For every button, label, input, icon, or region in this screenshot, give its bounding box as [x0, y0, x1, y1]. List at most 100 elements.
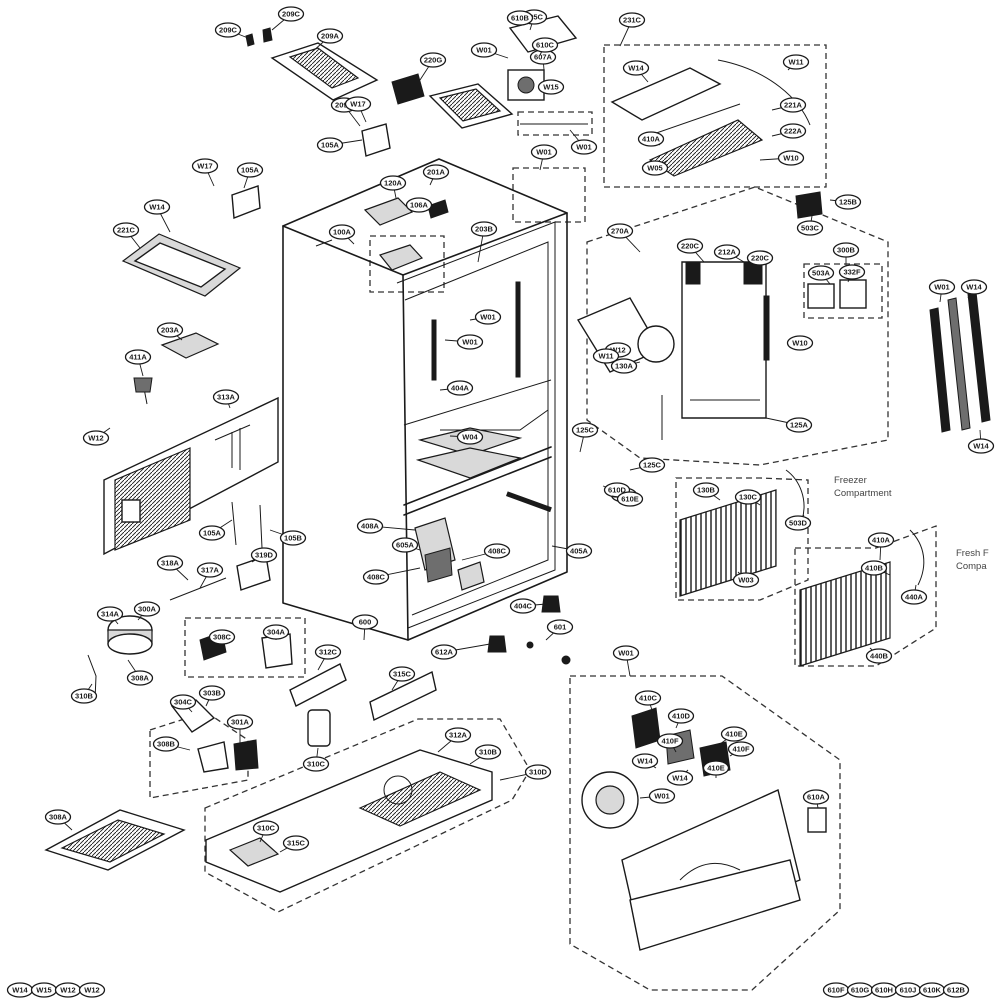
callout-balloon: [78, 982, 106, 998]
callout-c-7: 105A: [316, 137, 363, 153]
callout-balloon: [316, 137, 344, 153]
callout-label: 612B: [947, 986, 966, 995]
callout-label: 310D: [529, 768, 548, 777]
callout-label: 105A: [241, 166, 260, 175]
callout-c-111: 610B: [506, 10, 534, 26]
callout-label: W12: [84, 986, 99, 995]
callout-c-37: 312A: [437, 727, 472, 753]
callout-c-104: 410E: [719, 726, 748, 745]
callout-label: 212A: [718, 248, 737, 257]
freezer-label-line2: Compartment: [834, 488, 892, 499]
callout-label: W01: [934, 283, 949, 292]
fresh-label-line2: Compa: [956, 561, 987, 572]
callout-balloon: [277, 6, 305, 22]
callout-c-74: 332F: [838, 264, 866, 283]
callout-label: 222A: [784, 127, 803, 136]
callout-c-90: 130C: [734, 489, 762, 506]
callout-balloon: [860, 560, 888, 576]
callout-label: 315C: [393, 670, 412, 679]
callout-balloon: [212, 389, 240, 405]
callout-balloon: [622, 60, 650, 76]
callout-c-23: 308A: [126, 659, 154, 686]
callout-label: 209A: [335, 101, 354, 110]
callout-label: 105A: [321, 141, 340, 150]
callout-c-122: W15: [30, 982, 58, 998]
callout-label: W10: [792, 339, 807, 348]
callout-balloon: [456, 334, 484, 350]
callout-label: 410B: [865, 564, 884, 573]
back-panel: [103, 396, 279, 556]
evaporator-coils: [679, 469, 925, 667]
callout-c-3: 209A: [311, 28, 344, 53]
callout-c-15: 313A: [212, 389, 240, 409]
callout-label: 308C: [213, 633, 232, 642]
callout-c-70: 212A: [713, 244, 745, 263]
callout-balloon: [796, 220, 824, 236]
callout-label: W14: [973, 442, 989, 451]
callout-label: 610C: [536, 41, 555, 50]
callout-balloon: [328, 224, 356, 240]
callout-label: W11: [598, 352, 613, 361]
callout-label: W12: [88, 434, 103, 443]
callout-balloon: [777, 150, 805, 166]
callout-label: 300B: [837, 246, 856, 255]
top-left-parts: [121, 27, 391, 405]
callout-c-94: 410B: [860, 560, 891, 576]
callout-label: W04: [462, 433, 478, 442]
callout-c-44: 605A: [391, 537, 421, 553]
callout-balloon: [702, 760, 730, 776]
callout-c-8: W17: [191, 158, 219, 187]
callout-balloon: [470, 221, 498, 237]
callout-c-49: 100A: [328, 224, 356, 245]
callout-balloon: [618, 12, 646, 28]
callout-c-112: 610C: [531, 37, 559, 56]
callout-balloon: [208, 629, 236, 645]
callout-balloon: [537, 79, 565, 95]
callout-c-76: W11: [782, 54, 810, 71]
callout-c-11: W14: [143, 199, 171, 233]
callout-balloon: [838, 264, 866, 280]
callout-balloon: [70, 688, 98, 704]
callout-c-109: W01: [639, 788, 676, 804]
callout-label: 610K: [923, 986, 942, 995]
callout-label: 130C: [739, 493, 758, 502]
callout-balloon: [571, 422, 599, 438]
callout-c-33: 315C: [388, 666, 416, 691]
callout-balloon: [198, 525, 226, 541]
callout-c-26: 304A: [262, 624, 290, 640]
callout-c-34: 310C: [302, 747, 330, 772]
callout-balloon: [446, 380, 474, 396]
callout-balloon: [169, 694, 197, 710]
callout-label: 308B: [157, 740, 176, 749]
callout-balloon: [470, 42, 498, 58]
callout-balloon: [279, 530, 307, 546]
callout-label: W17: [197, 162, 212, 171]
callout-balloon: [474, 309, 502, 325]
callout-balloon: [641, 160, 669, 176]
callout-label: 411A: [129, 353, 147, 362]
callout-c-93: 410A: [867, 532, 895, 561]
callout-label: 610G: [851, 986, 870, 995]
callout-balloon: [124, 349, 152, 365]
callout-c-1: 209C: [271, 6, 305, 31]
callout-label: 100A: [333, 228, 352, 237]
callout-label: W14: [637, 757, 653, 766]
callout-label: 315C: [287, 839, 306, 848]
callout-c-119: 610K: [918, 982, 946, 998]
callout-balloon: [388, 666, 416, 682]
callout-label: W11: [788, 58, 803, 67]
dispenser-assembly: [581, 707, 827, 951]
callout-balloon: [126, 670, 154, 686]
callout-c-63: W01: [530, 144, 558, 171]
callout-balloon: [143, 199, 171, 215]
callout-c-71: 220C: [746, 250, 774, 271]
callout-c-57: W04: [449, 429, 484, 445]
callout-balloon: [782, 54, 810, 70]
callout-balloon: [344, 96, 372, 112]
callout-label: 319D: [255, 551, 274, 560]
callout-label: W14: [149, 203, 165, 212]
callout-balloon: [727, 741, 755, 757]
machine-compartment-parts: [44, 501, 293, 871]
callout-c-77: 221A: [771, 97, 807, 113]
